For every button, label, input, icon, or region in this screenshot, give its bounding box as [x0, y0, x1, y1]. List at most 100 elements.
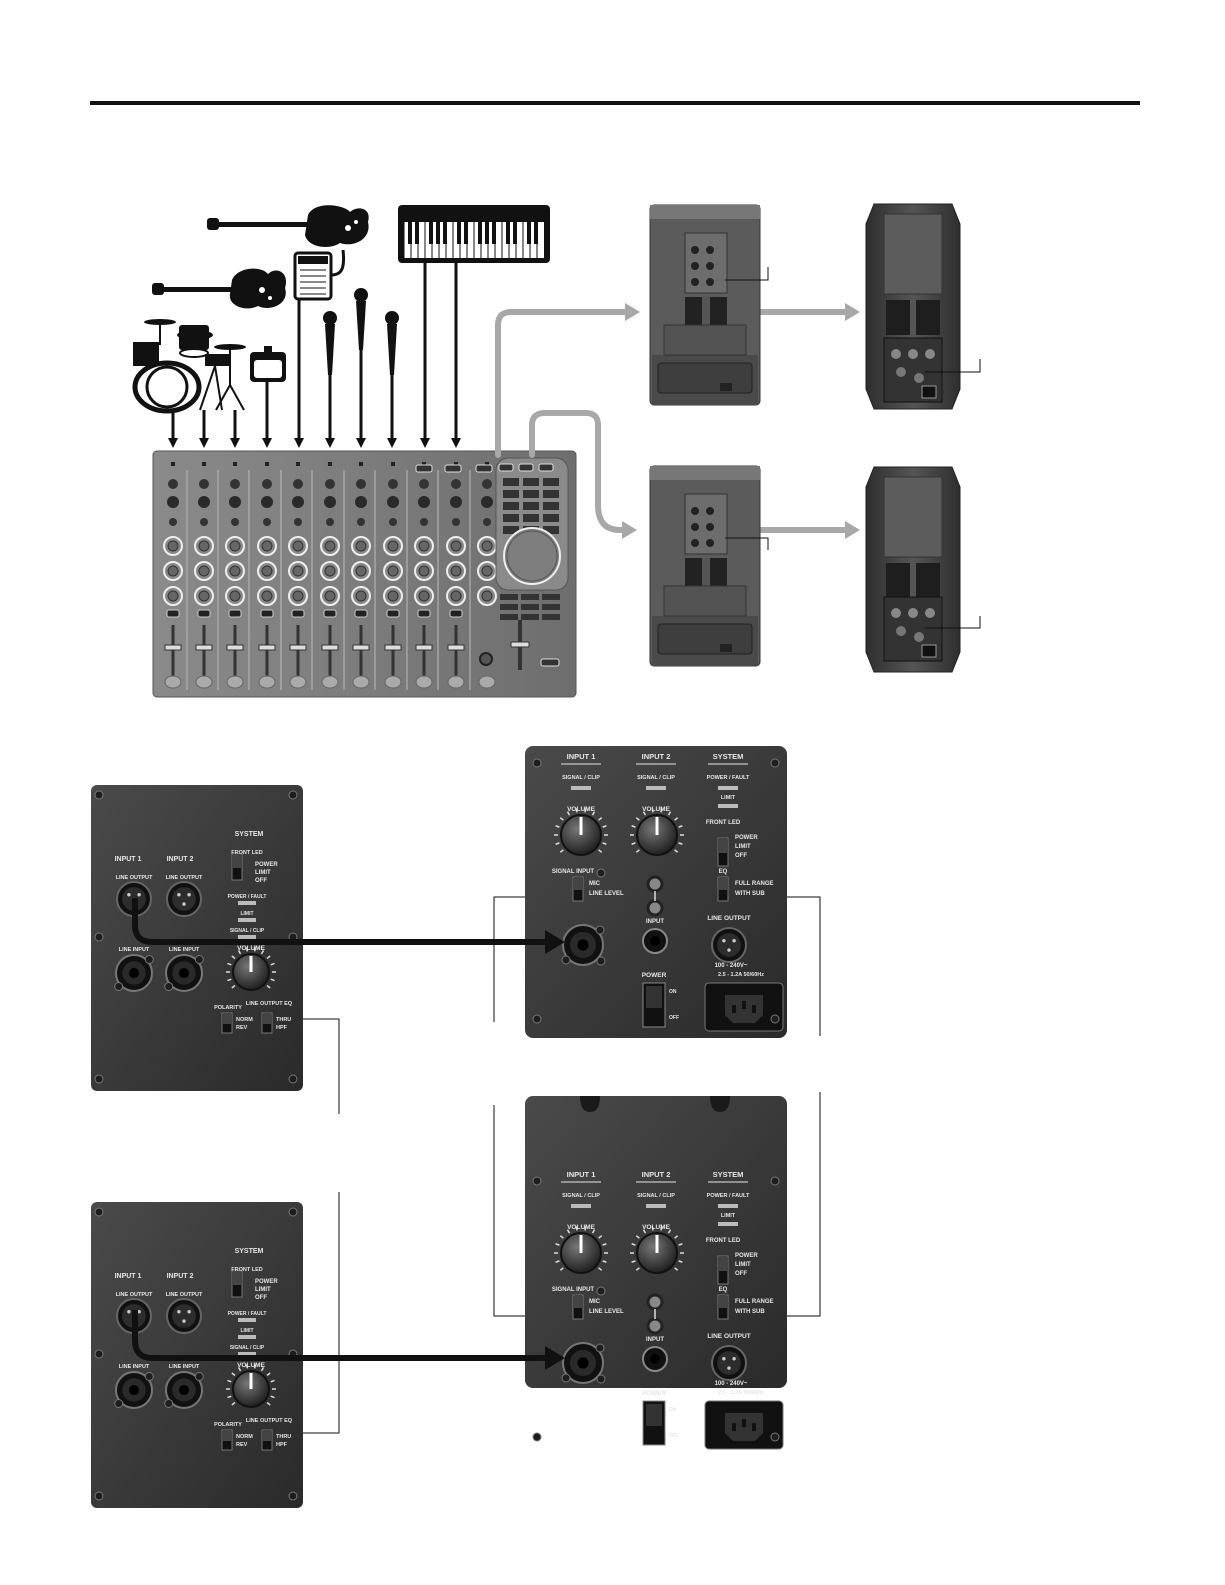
- guitar-icon: [207, 205, 369, 247]
- label-limit: LIMIT: [255, 1287, 271, 1293]
- label-volume: VOLUME: [567, 806, 595, 813]
- label-input2: INPUT 2: [167, 1273, 194, 1280]
- label-input: INPUT: [646, 919, 664, 925]
- drum-kit-icon: [132, 319, 246, 414]
- label-limit: LIMIT: [721, 795, 736, 801]
- label-limit: LIMIT: [735, 844, 751, 850]
- label-power: POWER: [255, 1279, 278, 1285]
- label-power: POWER: [255, 862, 278, 868]
- label-front-led: FRONT LED: [706, 1238, 741, 1244]
- label-rev: REV: [236, 1442, 248, 1448]
- microphone-icon: [385, 311, 399, 375]
- subwoofer-rear: [649, 204, 761, 406]
- loudspeaker-rear: [865, 203, 961, 410]
- label-input1: INPUT 1: [567, 752, 596, 761]
- label-off: OFF: [735, 853, 747, 859]
- label-hpf: HPF: [276, 1442, 288, 1448]
- amplifier-icon: [250, 346, 286, 382]
- subwoofer-rear: [649, 465, 761, 667]
- label-power-fault: POWER / FAULT: [707, 1193, 750, 1199]
- label-mains: 100 - 240V~: [715, 1381, 748, 1387]
- label-line-level: LINE LEVEL: [589, 1309, 624, 1315]
- microphone-icon: [323, 311, 337, 375]
- label-line-input: LINE INPUT: [169, 1364, 200, 1370]
- label-norm: NORM: [236, 1017, 253, 1023]
- label-line-level: LINE LEVEL: [589, 891, 624, 897]
- label-input: INPUT: [646, 1337, 664, 1343]
- label-volume: VOLUME: [642, 806, 670, 813]
- label-line-input: LINE INPUT: [119, 1364, 150, 1370]
- label-off: OFF: [255, 1295, 267, 1301]
- label-power-fault: POWER / FAULT: [228, 1311, 267, 1317]
- label-signal-clip: SIGNAL / CLIP: [230, 928, 265, 934]
- label-with-sub: WITH SUB: [735, 1309, 765, 1315]
- instruments: [132, 205, 550, 414]
- line-output-cables: [132, 898, 548, 1361]
- header-rule: [90, 101, 1140, 105]
- label-mains: 100 - 240V~: [715, 963, 748, 969]
- label-power-fault: POWER / FAULT: [228, 894, 267, 900]
- label-signal-clip: SIGNAL / CLIP: [562, 775, 600, 781]
- label-mains2: 2.5 - 1.2A 50/60Hz: [718, 972, 764, 978]
- label-line-output: LINE OUTPUT: [166, 1292, 203, 1298]
- input-cables: [168, 258, 461, 448]
- label-mains2: 2.5 - 1.2A 50/60Hz: [718, 1390, 764, 1396]
- label-mic: MIC: [589, 881, 601, 887]
- label-front-led: FRONT LED: [706, 820, 741, 826]
- microphone-icon: [354, 288, 368, 350]
- label-power: POWER: [642, 972, 667, 979]
- label-off: OFF: [669, 1015, 679, 1021]
- label-power: POWER: [735, 1253, 758, 1259]
- label-with-sub: WITH SUB: [735, 891, 765, 897]
- label-volume: VOLUME: [642, 1224, 670, 1231]
- label-power: POWER: [735, 835, 758, 841]
- label-limit: LIMIT: [735, 1262, 751, 1268]
- label-hpf: HPF: [276, 1025, 288, 1031]
- loudspeaker-panel-detail: [525, 746, 787, 1038]
- label-polarity: POLARITY: [214, 1005, 242, 1011]
- label-norm: NORM: [236, 1434, 253, 1440]
- label-volume: VOLUME: [567, 1224, 595, 1231]
- label-power: POWER: [642, 1390, 667, 1397]
- subwoofer-panel-detail: [91, 785, 303, 1091]
- label-thru: THRU: [276, 1017, 291, 1023]
- mixer-console: [152, 450, 577, 698]
- label-line-input: LINE INPUT: [119, 947, 150, 953]
- label-input1: INPUT 1: [115, 856, 142, 863]
- label-signal-input: SIGNAL INPUT: [552, 869, 595, 875]
- label-off: OFF: [735, 1271, 747, 1277]
- label-front-led: FRONT LED: [231, 850, 262, 856]
- label-limit: LIMIT: [240, 911, 253, 917]
- label-system: SYSTEM: [713, 752, 744, 761]
- guitar-icon: [152, 268, 287, 309]
- label-volume: VOLUME: [237, 1362, 265, 1369]
- label-line-output: LINE OUTPUT: [166, 875, 203, 881]
- label-front-led: FRONT LED: [231, 1267, 262, 1273]
- label-system: SYSTEM: [713, 1170, 744, 1179]
- label-signal-input: SIGNAL INPUT: [552, 1287, 595, 1293]
- label-line-output: LINE OUTPUT: [116, 1292, 153, 1298]
- label-off: OFF: [255, 878, 267, 884]
- label-line-output: LINE OUTPUT: [707, 915, 750, 922]
- label-limit: LIMIT: [721, 1213, 736, 1219]
- label-input2: INPUT 2: [642, 752, 671, 761]
- label-input2: INPUT 2: [167, 856, 194, 863]
- loudspeaker-rear: [865, 466, 961, 673]
- label-input1: INPUT 1: [567, 1170, 596, 1179]
- label-line-output: LINE OUTPUT: [116, 875, 153, 881]
- loudspeaker-panel-detail: [525, 1096, 787, 1450]
- label-signal-clip: SIGNAL / CLIP: [637, 1193, 675, 1199]
- label-system: SYSTEM: [235, 831, 264, 838]
- label-on: ON: [669, 989, 677, 995]
- label-rev: REV: [236, 1025, 248, 1031]
- label-system: SYSTEM: [235, 1248, 264, 1255]
- label-line-output-eq: LINE OUTPUT EQ: [246, 1001, 293, 1007]
- label-signal-clip: SIGNAL / CLIP: [562, 1193, 600, 1199]
- label-limit: LIMIT: [255, 870, 271, 876]
- label-limit: LIMIT: [240, 1328, 253, 1334]
- label-volume: VOLUME: [237, 945, 265, 952]
- label-mic: MIC: [589, 1299, 601, 1305]
- label-full-range: FULL RANGE: [735, 881, 774, 887]
- label-power-fault: POWER / FAULT: [707, 775, 750, 781]
